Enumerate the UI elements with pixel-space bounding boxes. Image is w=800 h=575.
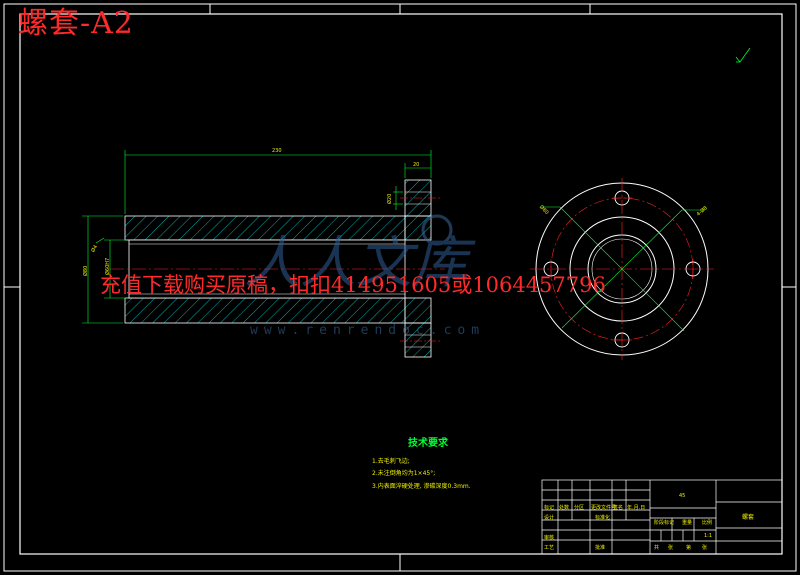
title-block-cell: 处数	[559, 505, 570, 511]
title-block-cell: 共	[654, 545, 660, 551]
watermark-url: www.renrendoc.com	[250, 323, 485, 338]
bolt-circle-text: Ø80	[538, 204, 550, 216]
flange-width-text: 20	[413, 162, 419, 168]
title-block	[541, 479, 783, 555]
title-block-cell: 年.月.日	[627, 505, 646, 511]
title-block-cell: 阶段标记	[654, 520, 675, 526]
title-block-cell: 重量	[682, 520, 693, 526]
title-block-cell: 工艺	[544, 545, 555, 551]
flange-end-view	[530, 178, 714, 360]
title-block-cell: 分区	[574, 505, 585, 511]
section-dimension-text: 230 20 Ø20 Ø80 Ø60H7 Ø4	[82, 148, 419, 276]
title-block-cell: 张	[668, 545, 674, 551]
title-block-cell: 标准化	[595, 515, 611, 521]
inner-dia-text: Ø60H7	[104, 258, 111, 275]
title-block-cell: 标记	[544, 505, 555, 511]
title-block-scale: 1:1	[704, 533, 713, 539]
sleeve-section-view	[110, 179, 445, 358]
title-block-cell: 签名	[613, 505, 624, 511]
outer-dia-text: Ø80	[82, 266, 89, 276]
title-block-cell: 第	[686, 545, 692, 551]
small-dim-text: Ø4	[89, 244, 99, 254]
title-block-cell: 比例	[702, 520, 713, 526]
title-block-cell: 审核	[544, 535, 555, 541]
hole-callout-text: 4-Ø8	[695, 204, 709, 217]
tech-item: 1.去毛刺飞边;	[372, 458, 410, 465]
roughness-check-icon	[735, 47, 751, 63]
section-dimensions	[82, 150, 432, 324]
title-block-cell: 更改文件号	[591, 505, 617, 511]
watermark-chars: 人人文库	[244, 231, 476, 296]
drawing-frame	[3, 3, 797, 572]
flange-dim-text: Ø20	[386, 194, 393, 204]
drawing-title: 螺套-A2	[18, 6, 134, 41]
title-block-cell: 张	[702, 545, 708, 551]
length-dim-text: 230	[272, 148, 282, 154]
title-block-cell: 设计	[544, 515, 555, 521]
tech-requirements-title: 技术要求	[408, 438, 448, 449]
watermark: 人人文库 www.renrendoc.com	[244, 214, 485, 338]
title-block-part-name: 螺套	[742, 514, 755, 521]
promo-text: 充值下载购买原稿，扣扣414951605或1064457796	[100, 273, 606, 297]
title-block-material: 45	[679, 493, 686, 499]
title-block-cell: 批准	[595, 545, 606, 551]
tech-item: 3.内表面淬硬处理, 渗碳深度0.3mm.	[372, 483, 471, 490]
tech-item: 2.未注倒角均为1×45°;	[372, 470, 436, 477]
